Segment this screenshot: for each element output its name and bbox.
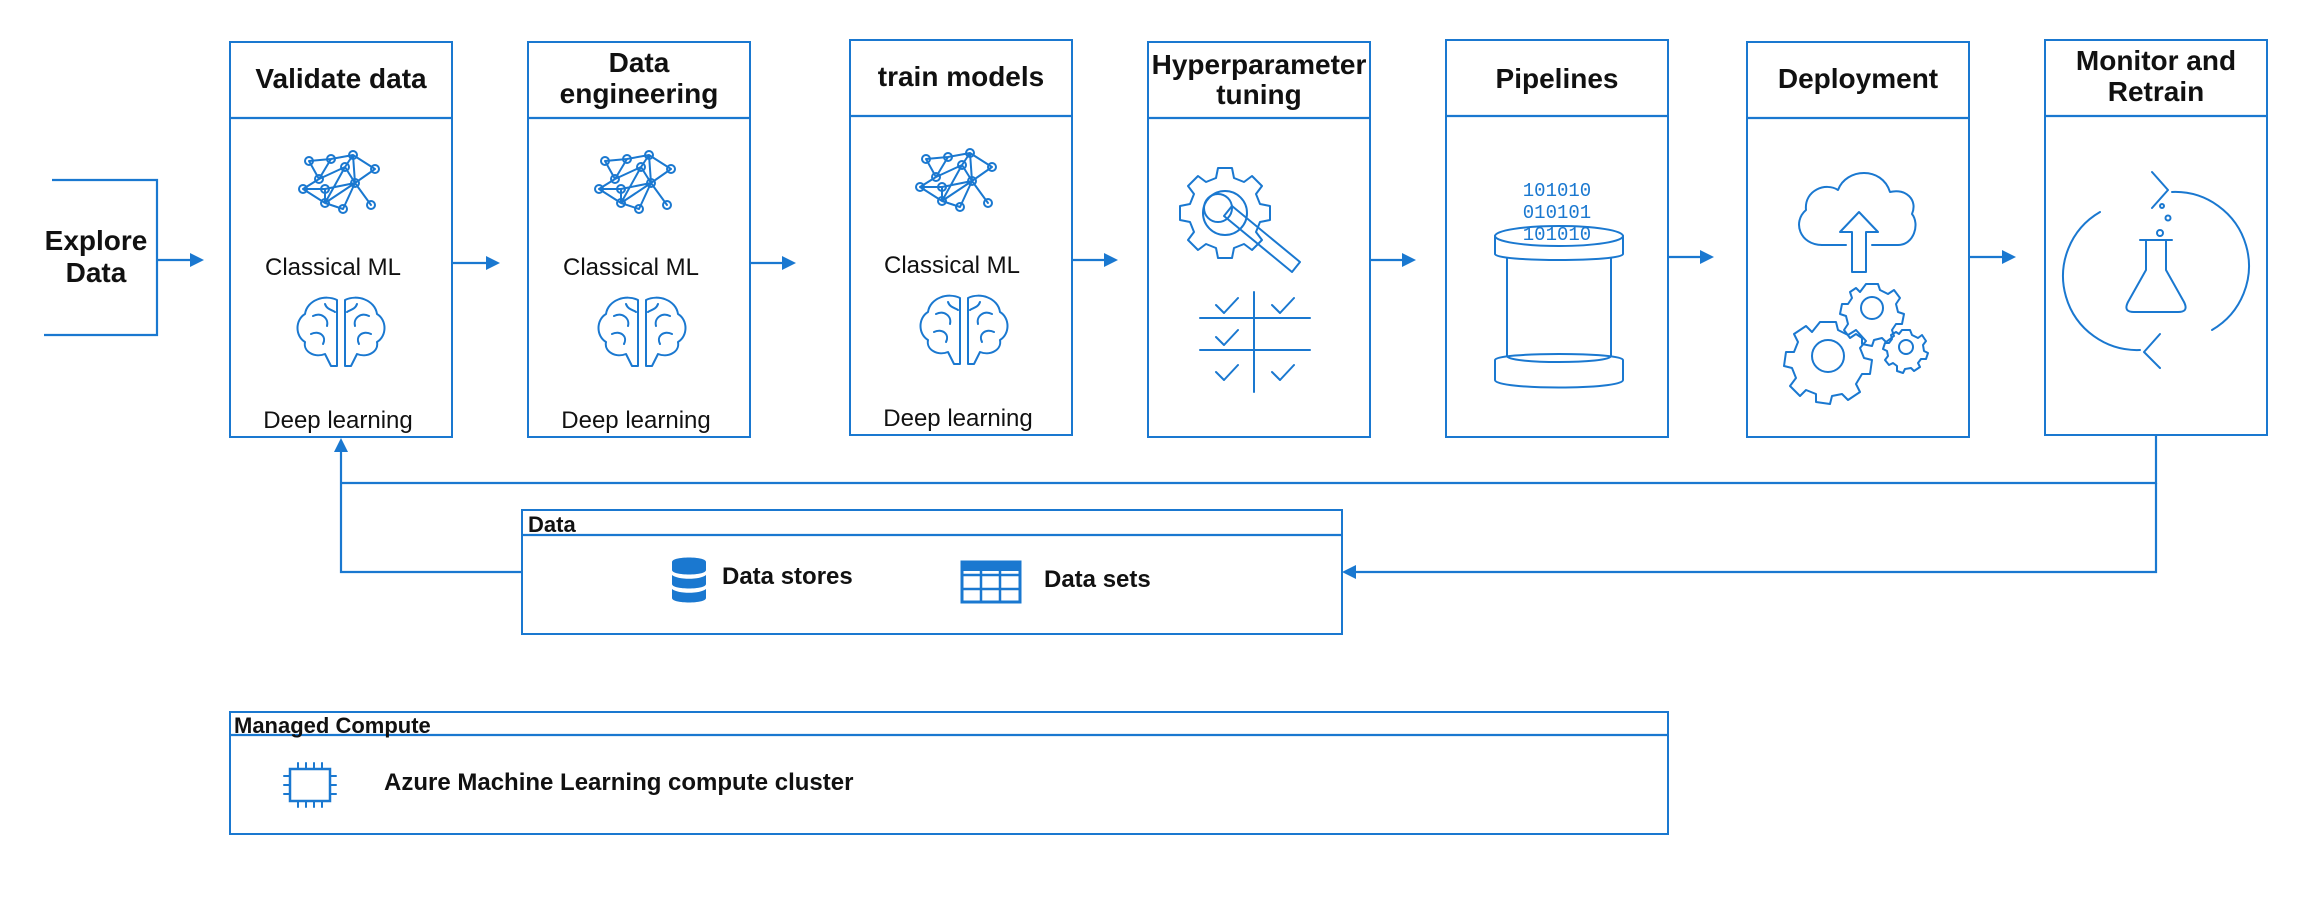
explore-data-label-line1: Explore bbox=[45, 225, 148, 256]
data-sets-label: Data sets bbox=[1044, 566, 1151, 593]
gears-icon bbox=[1783, 283, 1929, 405]
stage-title-line2: Retrain bbox=[2108, 76, 2204, 107]
data-panel: Data Data stores Data sets bbox=[521, 509, 1343, 635]
classical-ml-label: Classical ML bbox=[563, 254, 699, 281]
refresh-cycle-icon bbox=[2062, 171, 2250, 369]
arrow-head bbox=[1700, 250, 1714, 264]
feedback-loop bbox=[334, 435, 2158, 579]
pipeline-cylinder-icon bbox=[1494, 225, 1624, 389]
managed-compute-title: Managed Compute bbox=[234, 713, 431, 738]
compute-cluster-label: Azure Machine Learning compute cluster bbox=[384, 769, 853, 796]
stage-pipelines: Pipelines 101010 010101 101010 bbox=[1445, 39, 1669, 438]
managed-compute-panel: Managed Compute Azure Machine Learning c… bbox=[229, 711, 1669, 835]
stage-title-line2: engineering bbox=[560, 78, 719, 109]
cloud-upload-icon bbox=[1798, 172, 1917, 273]
checkmark-grid-icon bbox=[1199, 291, 1311, 393]
stage-validate-data: Validate data Classical ML Deep learning bbox=[229, 41, 453, 438]
deep-learning-label: Deep learning bbox=[883, 405, 1032, 432]
stage-title-line1: Validate data bbox=[255, 63, 427, 94]
database-icon bbox=[672, 557, 706, 603]
arrow-head bbox=[1104, 253, 1118, 267]
stage-deployment: Deployment bbox=[1746, 41, 1970, 438]
table-grid-icon bbox=[960, 560, 1022, 604]
explore-data-label-line2: Data bbox=[66, 257, 127, 288]
stage-title-line1: Monitor and bbox=[2076, 45, 2236, 76]
arrow-head bbox=[1342, 565, 1356, 579]
stage-title-line1: Data bbox=[609, 47, 670, 78]
flow-arrows bbox=[157, 250, 2016, 270]
data-panel-title: Data bbox=[528, 512, 576, 537]
deep-learning-label: Deep learning bbox=[263, 407, 412, 434]
arrow-head bbox=[1402, 253, 1416, 267]
deep-learning-label: Deep learning bbox=[561, 407, 710, 434]
gear-wrench-icon bbox=[1179, 167, 1301, 273]
arrow-head bbox=[486, 256, 500, 270]
flask-icon bbox=[2125, 203, 2187, 313]
stage-monitor-retrain: Monitor and Retrain bbox=[2044, 39, 2268, 436]
arrow-head bbox=[2002, 250, 2016, 264]
classical-ml-label: Classical ML bbox=[265, 254, 401, 281]
stage-train-models: train models Classical ML Deep learning bbox=[849, 39, 1073, 436]
stage-data-engineering: Data engineering Classical ML Deep learn… bbox=[527, 41, 751, 438]
classical-ml-label: Classical ML bbox=[884, 252, 1020, 279]
stage-title-line1: Hyperparameter bbox=[1152, 49, 1367, 80]
binary-row-2: 010101 bbox=[1523, 202, 1591, 224]
stage-hyperparameter-tuning: Hyperparameter tuning bbox=[1147, 41, 1371, 438]
stage-title-line1: Pipelines bbox=[1496, 63, 1619, 94]
stage-title-line1: train models bbox=[878, 61, 1044, 92]
arrow-head bbox=[334, 438, 348, 452]
arrow-head bbox=[190, 253, 204, 267]
binary-row-3: 101010 bbox=[1523, 224, 1591, 246]
stage-title-line2: tuning bbox=[1216, 79, 1302, 110]
explore-data-bracket bbox=[44, 178, 159, 337]
stage-title-line1: Deployment bbox=[1778, 63, 1938, 94]
arrow-head bbox=[782, 256, 796, 270]
cpu-chip-icon bbox=[283, 762, 337, 808]
binary-row-1: 101010 bbox=[1523, 180, 1591, 202]
data-stores-label: Data stores bbox=[722, 563, 853, 590]
